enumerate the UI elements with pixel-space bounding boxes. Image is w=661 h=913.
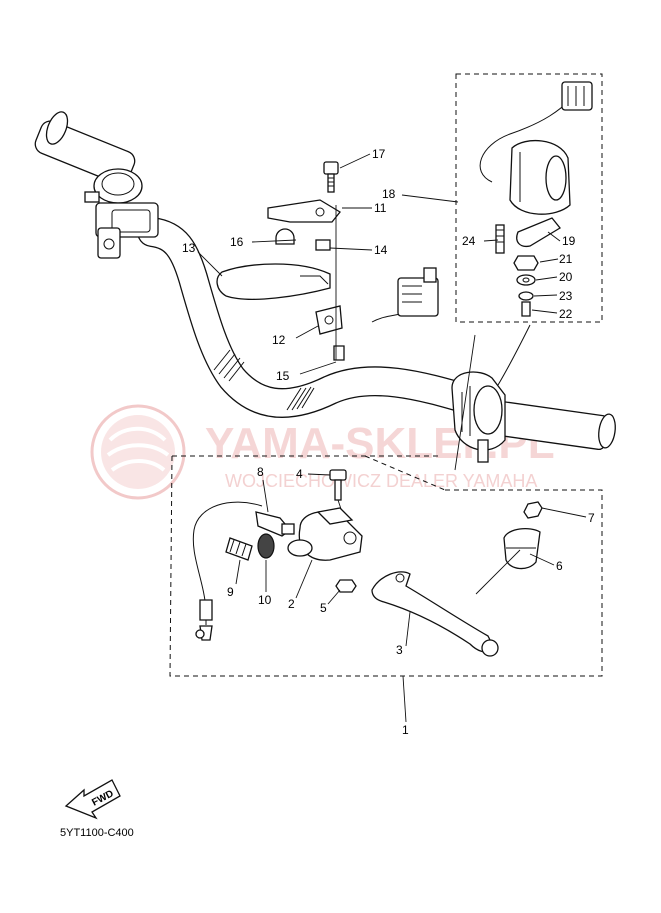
callout-17: 17 [372, 147, 386, 161]
watermark-tagline: WOJCIECHOWICZ DEALER YAMAHA [225, 471, 537, 491]
callout-11: 11 [374, 201, 387, 215]
bolt-17 [323, 161, 339, 175]
callout-22: 22 [559, 307, 573, 321]
bolt-4 [329, 469, 347, 481]
screw-24 [495, 224, 505, 254]
lever-13 [216, 263, 331, 300]
handlebar [137, 217, 616, 451]
callout-10: 10 [258, 593, 272, 607]
callout-19: 19 [562, 234, 576, 248]
callout-24: 24 [462, 234, 476, 248]
washer-20 [516, 274, 536, 286]
bracket-11 [267, 199, 341, 223]
callout-21: 21 [559, 252, 573, 266]
switch-kit-group [454, 73, 603, 471]
callout-2: 2 [288, 597, 295, 611]
callout-4: 4 [296, 467, 303, 481]
callouts: 1 2 3 4 5 6 7 8 9 10 11 12 13 14 15 16 1… [182, 147, 595, 737]
hot-start-lever-assembly [216, 161, 345, 361]
fwd-arrow-icon [64, 779, 121, 820]
locknut-10 [257, 533, 275, 559]
bracket-6 [503, 527, 541, 570]
bolt-15 [333, 345, 345, 361]
clutch-lever-group [169, 455, 603, 677]
drawing-code: 5YT1100-C400 [60, 827, 134, 839]
callout-12: 12 [272, 333, 286, 347]
callout-1: 1 [402, 723, 409, 737]
callout-3: 3 [396, 643, 403, 657]
watermark-logo-icon [90, 404, 186, 500]
cap-16 [275, 228, 295, 245]
adjuster-bolt-9 [225, 537, 253, 561]
callout-5: 5 [320, 601, 327, 615]
callout-6: 6 [556, 559, 563, 573]
screw-22 [521, 301, 531, 317]
callout-20: 20 [559, 270, 573, 284]
callout-16: 16 [230, 235, 244, 249]
clutch-lever-3 [371, 571, 495, 653]
right-switch-housing [451, 371, 506, 463]
bolt-7 [523, 501, 543, 519]
holder-12 [315, 305, 343, 335]
nut-5 [335, 579, 357, 593]
wiring-connector [371, 267, 439, 323]
callout-14: 14 [374, 243, 388, 257]
callout-18: 18 [382, 187, 396, 201]
washer-23 [518, 291, 534, 301]
callout-7: 7 [588, 511, 595, 525]
clamp-19 [516, 217, 561, 248]
callout-8: 8 [257, 465, 264, 479]
callout-13: 13 [182, 241, 196, 255]
callout-23: 23 [559, 289, 573, 303]
callout-9: 9 [227, 585, 234, 599]
callout-15: 15 [276, 369, 290, 383]
fwd-direction-indicator: FWD [64, 779, 121, 820]
nut-14 [315, 239, 331, 251]
leader-lines [197, 153, 587, 723]
left-grip-assembly [34, 111, 159, 259]
nut-21 [513, 255, 539, 271]
